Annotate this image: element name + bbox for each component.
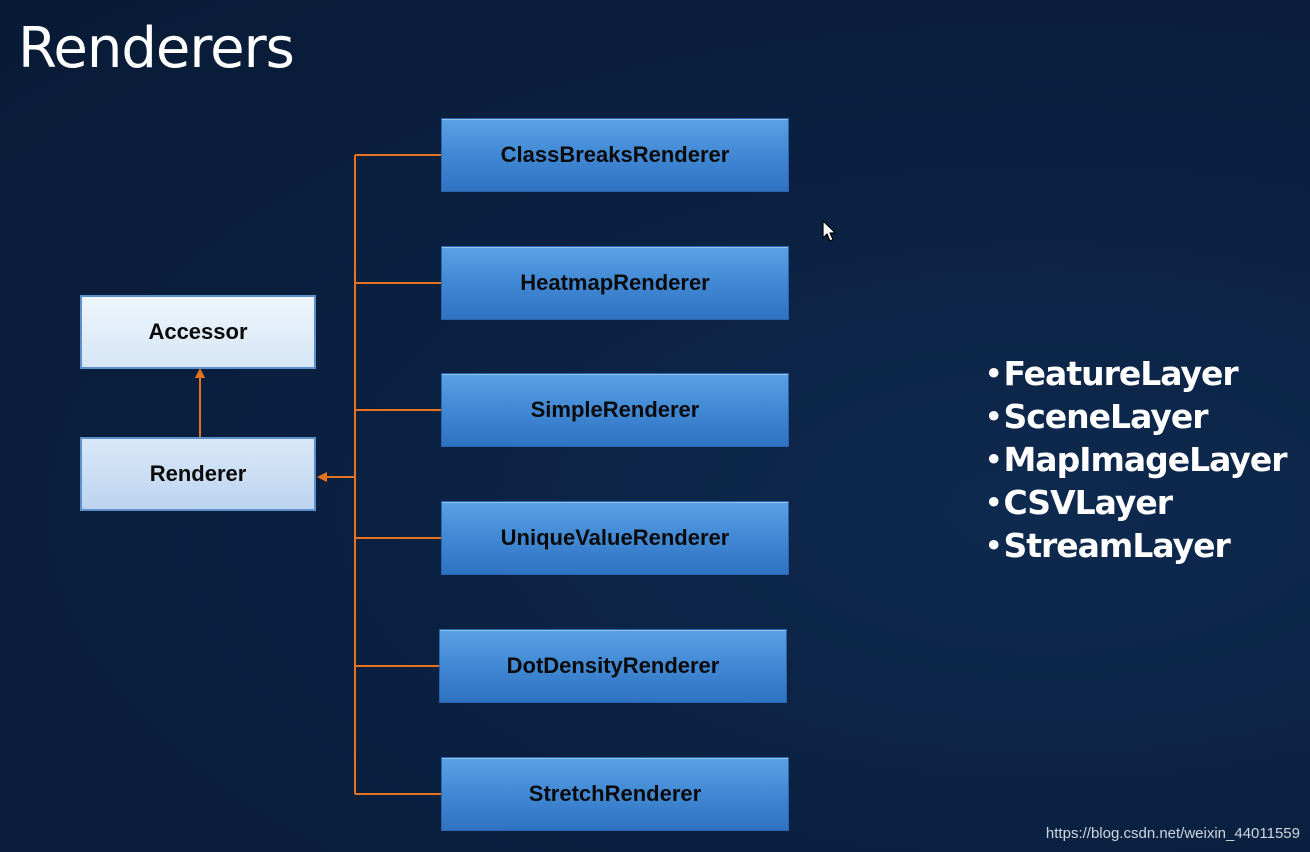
layer-item-label: MapImageLayer [1003,440,1287,479]
bullet: • [984,483,1003,522]
renderer-node: Renderer [80,437,316,511]
uniquevalue-renderer-label: UniqueValueRenderer [500,525,730,550]
bullet: • [984,397,1003,436]
layer-item-label: FeatureLayer [1003,354,1238,393]
layer-item-scenelayer: •SceneLayer [984,395,1287,438]
watermark-url: https://blog.csdn.net/weixin_44011559 [1045,825,1300,842]
accessor-node-label: Accessor [148,319,248,344]
heatmap-renderer-node: HeatmapRenderer [441,246,789,320]
stretch-renderer-label: StretchRenderer [528,781,702,806]
renderer-node-label: Renderer [149,461,247,486]
layer-item-label: SceneLayer [1003,397,1208,436]
layer-item-mapimagelayer: •MapImageLayer [984,438,1288,481]
simple-renderer-label: SimpleRenderer [530,397,700,422]
supported-layers-list: •FeatureLayer •SceneLayer •MapImageLayer… [984,352,1288,567]
dotdensity-renderer-label: DotDensityRenderer [506,653,720,678]
accessor-node: Accessor [80,295,316,369]
layer-item-label: StreamLayer [1003,526,1230,565]
dotdensity-renderer-node: DotDensityRenderer [439,629,787,703]
connector-lines [199,154,441,795]
mouse-pointer-icon [822,220,837,242]
bullet: • [984,354,1003,393]
layer-item-label: CSVLayer [1003,483,1173,522]
uniquevalue-renderer-node: UniqueValueRenderer [441,501,789,575]
layer-item-csvlayer: •CSVLayer [984,481,1287,524]
layer-item-streamlayer: •StreamLayer [984,524,1287,567]
classbreaks-renderer-node: ClassBreaksRenderer [441,118,789,192]
bullet: • [984,440,1003,479]
stretch-renderer-node: StretchRenderer [441,757,789,831]
heatmap-renderer-label: HeatmapRenderer [520,270,710,295]
simple-renderer-node: SimpleRenderer [441,373,789,447]
renderer-arrowhead [317,472,327,482]
classbreaks-renderer-label: ClassBreaksRenderer [500,142,730,167]
slide-title: Renderers [18,16,295,81]
accessor-arrowhead [195,368,205,378]
layer-item-featurelayer: •FeatureLayer [984,352,1287,395]
bullet: • [984,526,1003,565]
